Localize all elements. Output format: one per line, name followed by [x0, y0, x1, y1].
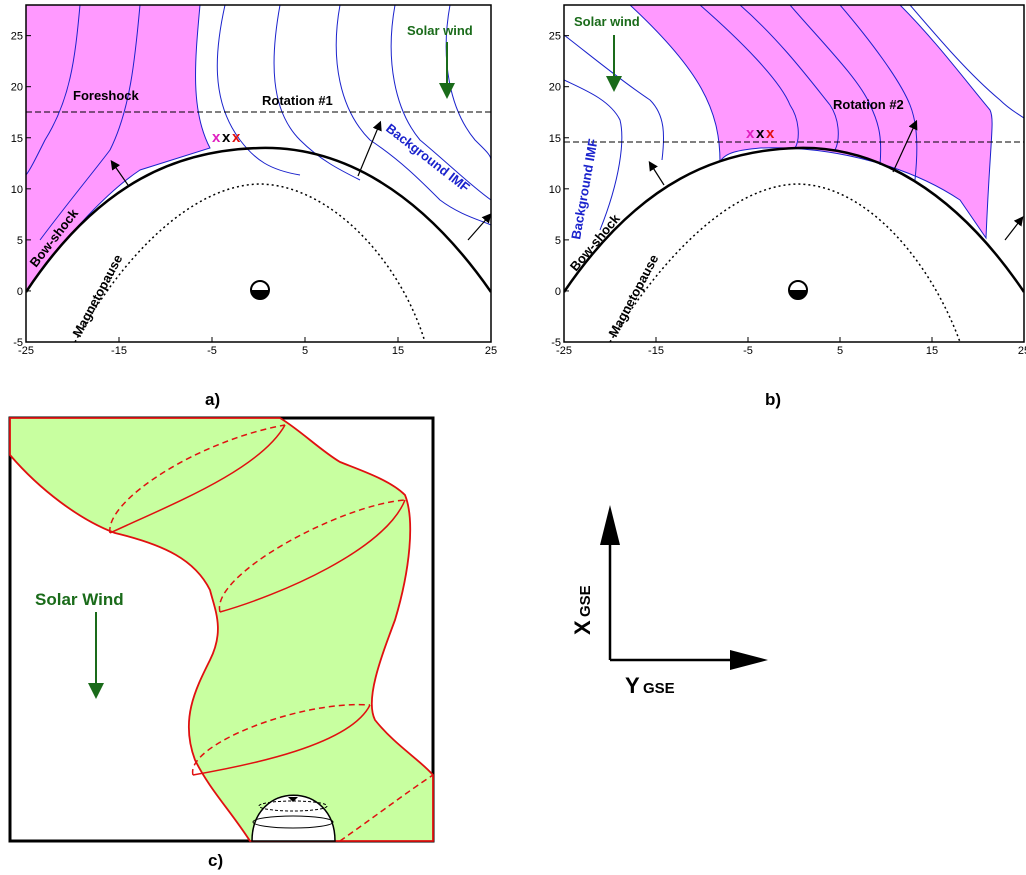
panel-b-y-tick-label: 5 — [555, 235, 561, 247]
panel-b-frame — [563, 4, 1025, 343]
gse-axes-legend: X GSE Y GSE — [570, 505, 768, 698]
panel-b-field-lines — [564, 5, 1024, 231]
panel-a-frame — [25, 4, 492, 343]
panel-b-x-tick-label: 15 — [926, 345, 938, 357]
panel-a-background-imf-label: Background IMF — [383, 121, 473, 196]
panel-a-normal-arrow-1 — [110, 160, 129, 186]
panel-a-x-tick-label: -25 — [18, 345, 34, 357]
x-gse-label: X GSE — [570, 585, 595, 635]
x-gse-arrowhead-icon — [600, 505, 620, 545]
panel-a-y-tick-label: 10 — [11, 184, 23, 196]
panel-b-normal-arrow-2 — [892, 119, 918, 173]
panel-a-magnetopause-label: Magnetopause — [69, 252, 125, 339]
panel-c-caption: c) — [208, 851, 223, 870]
x-gse-sub: GSE — [577, 585, 594, 617]
panel-b-normal-arrow-1 — [648, 160, 665, 186]
y-gse-arrowhead-icon — [730, 650, 768, 670]
panel-b-x-tick-label: 5 — [837, 345, 843, 357]
panel-c: Solar Wind c) — [8, 416, 435, 870]
panel-b-y-tick-label: 20 — [549, 82, 561, 94]
panel-a-normal-arrow-3 — [467, 213, 491, 241]
panel-b-caption: b) — [765, 390, 781, 409]
panel-b-y-tick-label: 25 — [549, 31, 561, 43]
panel-b-normal-arrow-3 — [1004, 216, 1024, 241]
panel-b-background-imf-label: Background IMF — [568, 138, 600, 241]
panel-a-crossing-markers: x x x — [212, 129, 241, 146]
flux-tube — [9, 417, 434, 842]
marker-2: x — [756, 125, 765, 142]
panel-c-solar-wind-label: Solar Wind — [35, 590, 124, 609]
panel-b-bow-shock — [564, 146, 1024, 293]
marker-1: x — [746, 125, 755, 142]
panel-a-plot-area: x x x Foreshock Rotation #1 Solar wind B… — [26, 5, 491, 342]
panel-a-magnetopause — [74, 183, 426, 342]
marker-2: x — [222, 129, 231, 146]
panel-c-earth-icon — [251, 794, 336, 842]
panel-a-caption: a) — [205, 390, 220, 409]
panel-a-solar-wind-label: Solar wind — [407, 23, 473, 38]
panel-b-magnetopause — [609, 183, 961, 342]
y-gse-main: Y — [625, 673, 640, 698]
panel-a-y-tick-label: 0 — [17, 286, 23, 298]
panel-a-x-tick-label: 15 — [392, 345, 404, 357]
panel-a: x x x Foreshock Rotation #1 Solar wind B… — [11, 4, 497, 409]
panel-b-shaded-region — [629, 5, 993, 240]
marker-3: x — [232, 129, 241, 146]
panel-b-y-tick-label: 15 — [549, 133, 561, 145]
panel-a-y-tick-label: 5 — [17, 235, 23, 247]
panel-b-magnetopause-label: Magnetopause — [605, 252, 661, 339]
panel-b-x-tick-label: -25 — [556, 345, 572, 357]
panel-b: x x x Solar wind Rotation #2 Background … — [549, 4, 1026, 409]
panel-a-y-tick-label: 15 — [11, 133, 23, 145]
panel-b-y-tick-label: -5 — [551, 337, 561, 349]
panel-b-earth-icon — [788, 280, 808, 300]
panel-b-y-tick-label: 10 — [549, 184, 561, 196]
flux-tube-ellipses — [109, 424, 434, 842]
marker-3: x — [766, 125, 775, 142]
panel-b-solar-wind-label: Solar wind — [574, 14, 640, 29]
panel-a-earth-icon — [250, 280, 270, 300]
y-gse-sub: GSE — [643, 680, 675, 697]
panel-b-ticks: -25 -15 -5 5 15 25 25 20 15 10 5 0 -5 — [549, 31, 1026, 357]
panel-b-x-tick-label: -5 — [743, 345, 753, 357]
panel-a-x-tick-label: 5 — [302, 345, 308, 357]
panel-a-bow-shock — [26, 146, 491, 293]
panel-a-ticks: -25 -15 -5 5 15 25 25 20 15 10 5 0 -5 — [11, 31, 497, 357]
panel-a-x-tick-label: 25 — [485, 345, 497, 357]
panel-a-rotation-label: Rotation #1 — [262, 93, 333, 108]
panel-b-crossing-markers: x x x — [746, 125, 775, 142]
panel-b-x-tick-label: -15 — [648, 345, 664, 357]
x-gse-main: X — [570, 620, 595, 635]
panel-b-y-tick-label: 0 — [555, 286, 561, 298]
marker-1: x — [212, 129, 221, 146]
panel-a-foreshock-label: Foreshock — [73, 88, 140, 103]
panel-a-x-tick-label: -15 — [111, 345, 127, 357]
panel-a-y-tick-label: -5 — [13, 337, 23, 349]
panel-a-x-tick-label: -5 — [207, 345, 217, 357]
panel-a-y-tick-label: 25 — [11, 31, 23, 43]
panel-a-y-tick-label: 20 — [11, 82, 23, 94]
panel-b-rotation-label: Rotation #2 — [833, 97, 904, 112]
panel-a-normal-arrow-2 — [357, 120, 382, 177]
panel-b-x-tick-label: 25 — [1018, 345, 1026, 357]
panel-b-plot-area: x x x Solar wind Rotation #2 Background … — [564, 5, 1024, 342]
